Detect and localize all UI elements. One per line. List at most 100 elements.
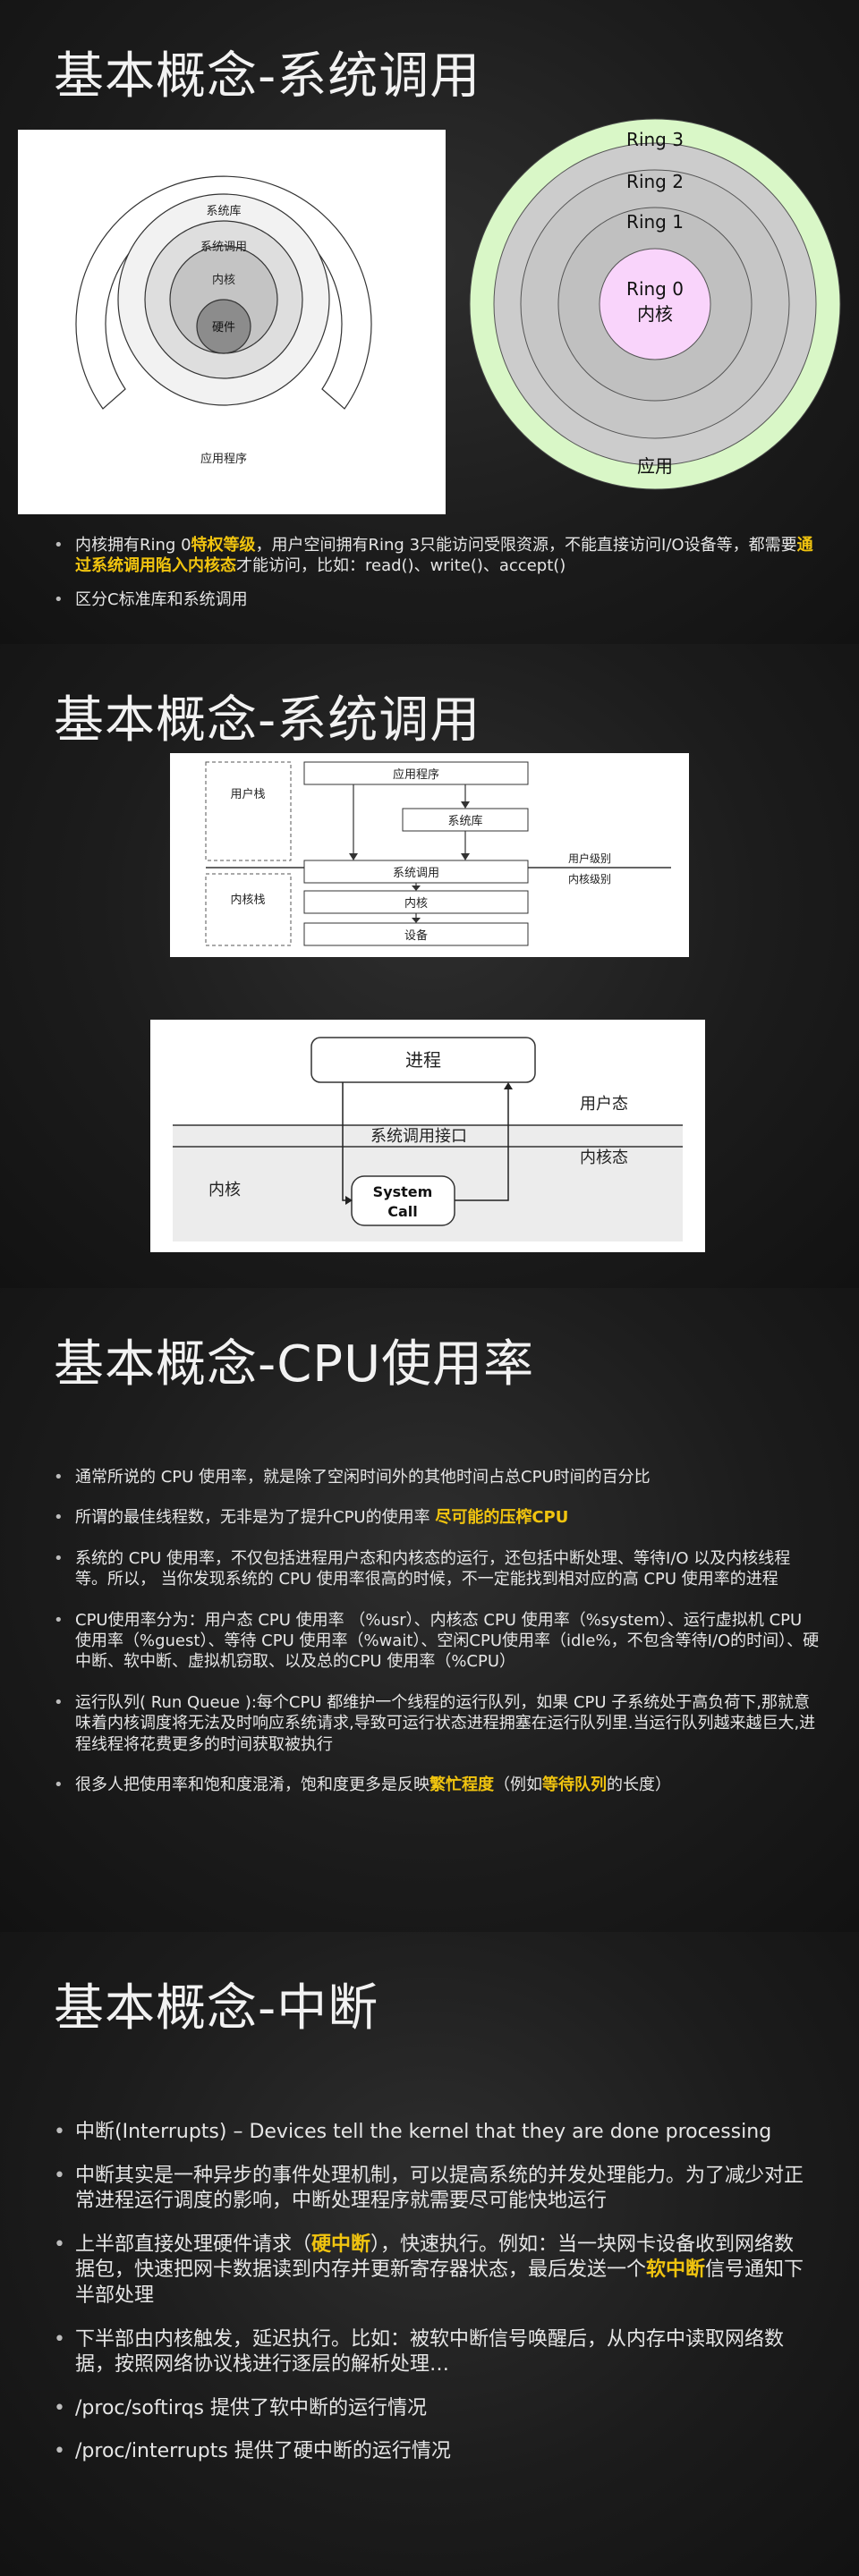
arrowhead [412, 886, 421, 891]
bullet-list: 中断(Interrupts) – Devices tell the kernel… [50, 2120, 807, 2465]
label-kernel: 内核 [208, 1181, 241, 1199]
kernel-core-shape [599, 248, 711, 360]
bullet-item: 区分C标准库和系统调用 [50, 589, 820, 611]
label-process: 进程 [405, 1049, 441, 1071]
label-kernel: 内核 [212, 273, 235, 287]
syslib-box [402, 808, 529, 832]
hardware-core-shape [196, 299, 251, 354]
bullet-text: /proc/softirqs 提供了软中断的运行情况 [75, 2396, 428, 2419]
label-system: System [373, 1183, 433, 1200]
bullet-text: 通常所说的 CPU 使用率，就是除了空闲时间外的其他时间占总CPU时间的百分比 [75, 1468, 651, 1487]
arrowhead [345, 1196, 353, 1205]
arrowhead [461, 801, 470, 809]
bullet-item: 系统的 CPU 使用率，不仅包括进程用户态和内核态的运行，还包括中断处理、等待I… [50, 1548, 821, 1590]
arrow-syscall-process [455, 1085, 509, 1201]
label-syslib: 系统库 [447, 814, 482, 828]
slide-title: 基本概念-CPU使用率 [54, 1335, 535, 1394]
label-syscall: 系统调用 [393, 867, 439, 880]
label-call: Call [387, 1203, 418, 1220]
bullet-text: 系统的 CPU 使用率，不仅包括进程用户态和内核态的运行，还包括中断处理、等待I… [75, 1548, 791, 1589]
bullet-text: 才能访问，比如：read()、write()、accept() [236, 556, 566, 576]
label-ring-kernel: 内核 [637, 303, 673, 325]
kernel-stack-box [205, 873, 292, 946]
slide-title: 基本概念-中断 [54, 1979, 379, 2038]
label-ring1: Ring 1 [626, 211, 684, 233]
layer-diagram-panel: 系统库 系统调用 内核 硬件 应用程序 [18, 130, 446, 514]
label-ring2: Ring 2 [626, 171, 684, 192]
bullet-highlight: 等待队列 [542, 1775, 607, 1794]
privilege-ring-diagram: Ring 3 Ring 2 Ring 1 Ring 0 内核 应用 [469, 118, 841, 490]
bullet-text: 信号通知下半部处理 [75, 2258, 804, 2307]
bullet-text: 中断其实是一种异步的事件处理机制，可以提高系统的并发处理能力。为了减少对正常进程… [75, 2164, 804, 2213]
bullet-item: CPU使用率分为：用户态 CPU 使用率 （%usr）、内核态 CPU 使用率（… [50, 1610, 821, 1673]
bullet-text: 很多人把使用率和饱和度混淆，饱和度更多是反映 [75, 1775, 430, 1794]
syscall-interface-panel: 系统调用接口 进程 System Call 用户态 内核态 内核 [150, 1020, 705, 1252]
slide-title: 基本概念-系统调用 [54, 691, 481, 750]
slide-system-call-1: 基本概念-系统调用 系统库 系统调用 内核 硬件 应用程序 Ring 3 Rin… [0, 0, 859, 644]
bullet-text: 中断(Interrupts) – Devices tell the kernel… [75, 2121, 772, 2143]
label-ring-app: 应用 [637, 455, 673, 477]
bullet-item: 运行队列( Run Queue ):每个CPU 都维护一个线程的运行队列，如果 … [50, 1692, 821, 1755]
bullet-item: /proc/softirqs 提供了软中断的运行情况 [50, 2396, 807, 2422]
app-box [303, 761, 529, 785]
bullet-highlight: 尽可能的压榨CPU [435, 1508, 569, 1528]
bullet-text: 运行队列( Run Queue ):每个CPU 都维护一个线程的运行队列，如果 … [75, 1692, 816, 1754]
label-kernel-level: 内核级别 [568, 873, 611, 886]
bullet-text: CPU使用率分为：用户态 CPU 使用率 （%usr）、内核态 CPU 使用率（… [75, 1610, 820, 1672]
kernel-box [303, 890, 529, 914]
bullet-text: ，用户空间拥有Ring 3只能访问受限资源，不能直接访问I/O设备等，都需要 [255, 536, 797, 555]
bullet-text: 上半部直接处理硬件请求（ [75, 2233, 312, 2256]
bullet-highlight: 软中断 [646, 2258, 706, 2282]
label-application: 应用程序 [200, 452, 247, 466]
bullet-text: /proc/interrupts 提供了硬中断的运行情况 [75, 2440, 451, 2463]
arrowhead [504, 1082, 513, 1089]
bullet-highlight: 繁忙程度 [430, 1775, 494, 1794]
label-ring3: Ring 3 [626, 129, 684, 150]
label-device: 设备 [404, 928, 428, 943]
bullet-text: ），快速执行。例如：当一块网卡设备收到网络数据包，快速把网卡数据读到内存并更新寄… [75, 2233, 795, 2282]
bullet-text: 所谓的最佳线程数，无非是为了提升CPU的使用率 [75, 1508, 436, 1528]
arrowhead [461, 853, 470, 860]
bullet-item: 下半部由内核触发，延迟执行。比如：被软中断信号唤醒后，从内存中读取网络数据，按照… [50, 2327, 807, 2378]
process-box [310, 1037, 536, 1083]
slide-cpu-usage: 基本概念-CPU使用率 通常所说的 CPU 使用率，就是除了空闲时间外的其他时间… [0, 1288, 859, 1932]
bullet-text: 区分C标准库和系统调用 [75, 589, 248, 609]
bullet-item: /proc/interrupts 提供了硬中断的运行情况 [50, 2439, 807, 2465]
user-stack-box [205, 761, 292, 861]
label-ring0: Ring 0 [626, 278, 684, 300]
stack-diagram-panel: 用户栈 内核栈 应用程序 系统库 系统调用 内核 设备 用户级别 [170, 753, 689, 957]
bullet-text: 的长度） [607, 1775, 671, 1794]
bullet-item: 通常所说的 CPU 使用率，就是除了空闲时间外的其他时间占总CPU时间的百分比 [50, 1467, 821, 1488]
bullet-highlight: 通过系统调用陷入内核态 [75, 536, 813, 576]
bullet-item: 很多人把使用率和饱和度混淆，饱和度更多是反映繁忙程度（例如等待队列的长度） [50, 1775, 821, 1796]
layer-diagram: 系统库 系统调用 内核 硬件 应用程序 [75, 175, 372, 466]
bullet-highlight: 硬中断 [311, 2233, 371, 2256]
label-app: 应用程序 [393, 767, 439, 782]
device-box [303, 922, 529, 946]
label-syslib: 系统库 [206, 204, 241, 218]
bullet-list: 内核拥有Ring 0特权等级，用户空间拥有Ring 3只能访问受限资源，不能直接… [50, 535, 820, 611]
label-user-level: 用户级别 [568, 852, 611, 865]
bullet-text: 内核拥有Ring 0 [75, 536, 191, 555]
bullet-list: 通常所说的 CPU 使用率，就是除了空闲时间外的其他时间占总CPU时间的百分比 … [50, 1467, 821, 1796]
label-hardware: 硬件 [212, 321, 235, 335]
label-kernel-mode: 内核态 [580, 1148, 628, 1167]
stack-diagram: 用户栈 内核栈 应用程序 系统库 系统调用 内核 设备 用户级别 [205, 761, 671, 946]
slide-system-call-2: 基本概念-系统调用 用户栈 内核栈 应用程序 系统库 系统调用 内核 设备 [0, 644, 859, 1288]
bullet-item: 上半部直接处理硬件请求（硬中断），快速执行。例如：当一块网卡设备收到网络数据包，… [50, 2233, 807, 2309]
label-user-mode: 用户态 [580, 1095, 628, 1114]
label-kernel: 内核 [404, 896, 428, 911]
bullet-text: （例如 [494, 1775, 542, 1794]
label-kernel-stack: 内核栈 [230, 893, 265, 907]
slide-title: 基本概念-系统调用 [54, 47, 481, 106]
label-syscall-interface: 系统调用接口 [370, 1127, 467, 1146]
bullet-item: 中断其实是一种异步的事件处理机制，可以提高系统的并发处理能力。为了减少对正常进程… [50, 2164, 807, 2215]
label-syscall: 系统调用 [200, 241, 247, 254]
bullet-highlight: 特权等级 [191, 536, 256, 555]
syscall-interface-diagram: 系统调用接口 进程 System Call 用户态 内核态 内核 [173, 1037, 683, 1241]
arrowhead [349, 853, 358, 860]
arrowhead [412, 918, 421, 923]
bullet-item: 所谓的最佳线程数，无非是为了提升CPU的使用率 尽可能的压榨CPU [50, 1507, 821, 1529]
label-user-stack: 用户栈 [230, 787, 265, 801]
bullet-item: 中断(Interrupts) – Devices tell the kernel… [50, 2120, 807, 2146]
